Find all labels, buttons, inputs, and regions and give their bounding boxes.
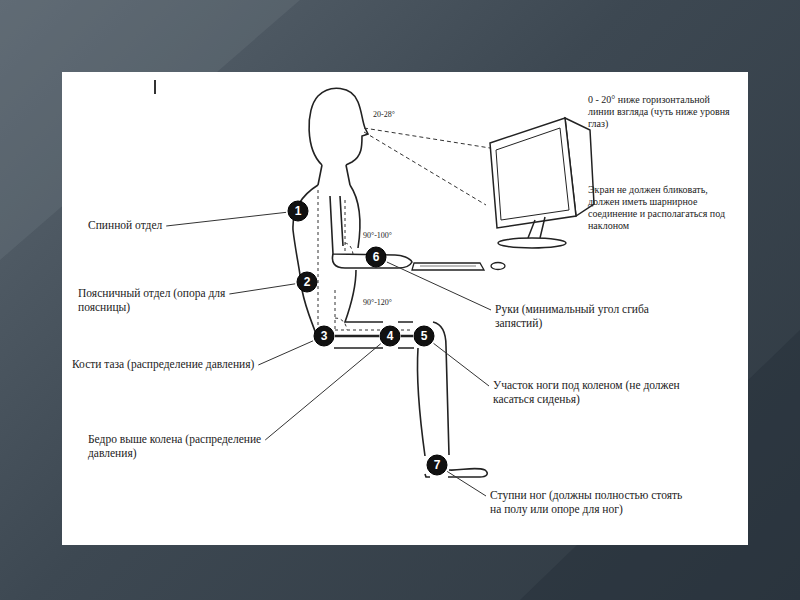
callout-circle: [314, 326, 334, 346]
callout-label: Ступни ног (должны полностью стоять на п…: [490, 488, 690, 517]
callout-label: Участок ноги под коленом (не должен каса…: [493, 378, 683, 407]
angle-label: 90°-100°: [362, 231, 393, 241]
white-panel: [62, 72, 748, 545]
seat-line: [401, 335, 413, 338]
callout-number-text: 4: [379, 325, 401, 347]
leader-line: [258, 341, 313, 365]
callout-circle: [297, 272, 317, 292]
callout-number-text: 5: [413, 325, 435, 347]
callout-number-text: 3: [313, 325, 335, 347]
callout-circle: [380, 326, 400, 346]
callout-label: Бедро выше колена (распределение давлени…: [88, 432, 278, 461]
leader-line: [434, 343, 489, 386]
callout-number: 4: [379, 325, 401, 347]
callout-circle: [366, 247, 386, 267]
callout-number-text: 2: [296, 271, 318, 293]
seat-line: [335, 335, 379, 338]
angle-label: 90°-120°: [362, 298, 393, 308]
callout-label: Руки (минимальный угол сгиба запястий): [495, 302, 665, 331]
leader-line: [265, 344, 381, 440]
mark: [154, 80, 156, 94]
leader-line: [229, 284, 295, 294]
leader-line: [387, 262, 491, 310]
callout-label: Экран не должен бликовать, должен иметь …: [588, 184, 740, 232]
callout-number: 2: [296, 271, 318, 293]
monitor: [490, 118, 594, 248]
callout-label: 0 - 20° ниже горизонтальной линии взгляд…: [588, 94, 738, 130]
callout-number: 6: [365, 246, 387, 268]
callout-number-text: 7: [426, 454, 448, 476]
seated-figure: [293, 88, 487, 477]
keyboard-and-mouse: [412, 263, 505, 271]
callout-circle: [288, 201, 308, 221]
angle-guides: [318, 190, 410, 330]
callout-number-text: 6: [365, 246, 387, 268]
callout-circle: [414, 326, 434, 346]
callout-number: 3: [313, 325, 335, 347]
callout-number: 5: [413, 325, 435, 347]
angle-label: 20-28°: [372, 110, 396, 120]
callout-number-text: 1: [287, 200, 309, 222]
callout-circle: [427, 455, 447, 475]
callout-label: Спинной отдел: [88, 218, 238, 232]
leader-line: [447, 471, 486, 496]
leader-line: [166, 212, 286, 226]
sight-lines: [364, 128, 490, 205]
callout-number: 7: [426, 454, 448, 476]
callout-number: 1: [287, 200, 309, 222]
callout-label: Поясничный отдел (опора для поясницы): [78, 286, 228, 315]
callout-label: Кости таза (распределение давления): [72, 357, 257, 371]
